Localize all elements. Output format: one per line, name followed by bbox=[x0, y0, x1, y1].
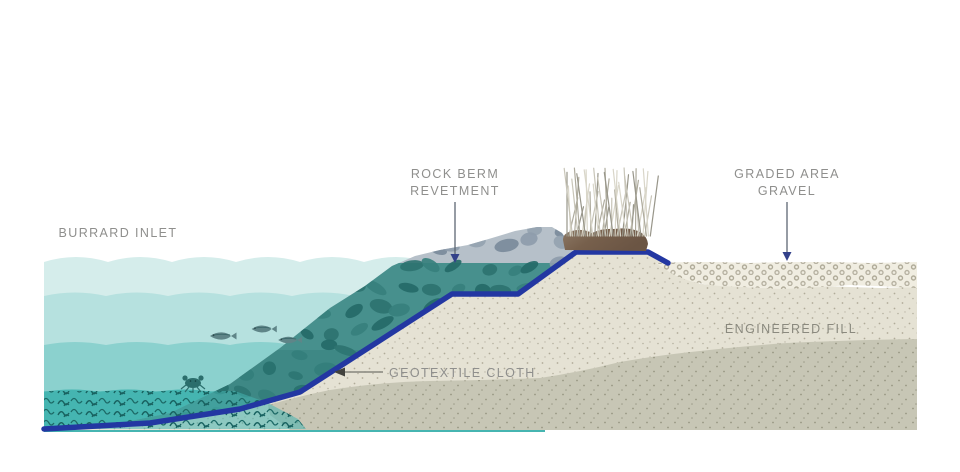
rock-berm-arrowhead-icon bbox=[450, 254, 460, 263]
label-burrard-inlet: BURRARD INLET bbox=[59, 226, 178, 240]
label-graded-area-group: GRADED AREA GRAVEL bbox=[734, 167, 840, 261]
label-rock-berm-line1: ROCK BERM bbox=[411, 167, 499, 181]
graded-area-arrowhead-icon bbox=[782, 252, 792, 261]
label-engineered-fill-group: ENGINEERED FILL bbox=[725, 322, 857, 336]
fill-lower-band bbox=[268, 339, 917, 430]
gravel-layer bbox=[656, 262, 917, 289]
geotextile-arrowhead-icon bbox=[334, 367, 345, 377]
label-geotextile-group: GEOTEXTILE CLOTH bbox=[334, 366, 536, 380]
label-rock-berm-group: ROCK BERM REVETMENT bbox=[410, 167, 500, 263]
geotextile-line bbox=[41, 249, 671, 432]
label-graded-area-line2: GRAVEL bbox=[758, 184, 816, 198]
crab-icon bbox=[180, 375, 206, 393]
label-rock-berm-line2: REVETMENT bbox=[410, 184, 500, 198]
label-engineered-fill: ENGINEERED FILL bbox=[725, 322, 857, 336]
label-burrard-inlet-group: BURRARD INLET bbox=[59, 226, 178, 240]
label-geotextile: GEOTEXTILE CLOTH bbox=[389, 366, 536, 380]
label-graded-area-line1: GRADED AREA bbox=[734, 167, 840, 181]
dune-grass bbox=[563, 167, 659, 237]
eelgrass-bed bbox=[44, 391, 306, 429]
